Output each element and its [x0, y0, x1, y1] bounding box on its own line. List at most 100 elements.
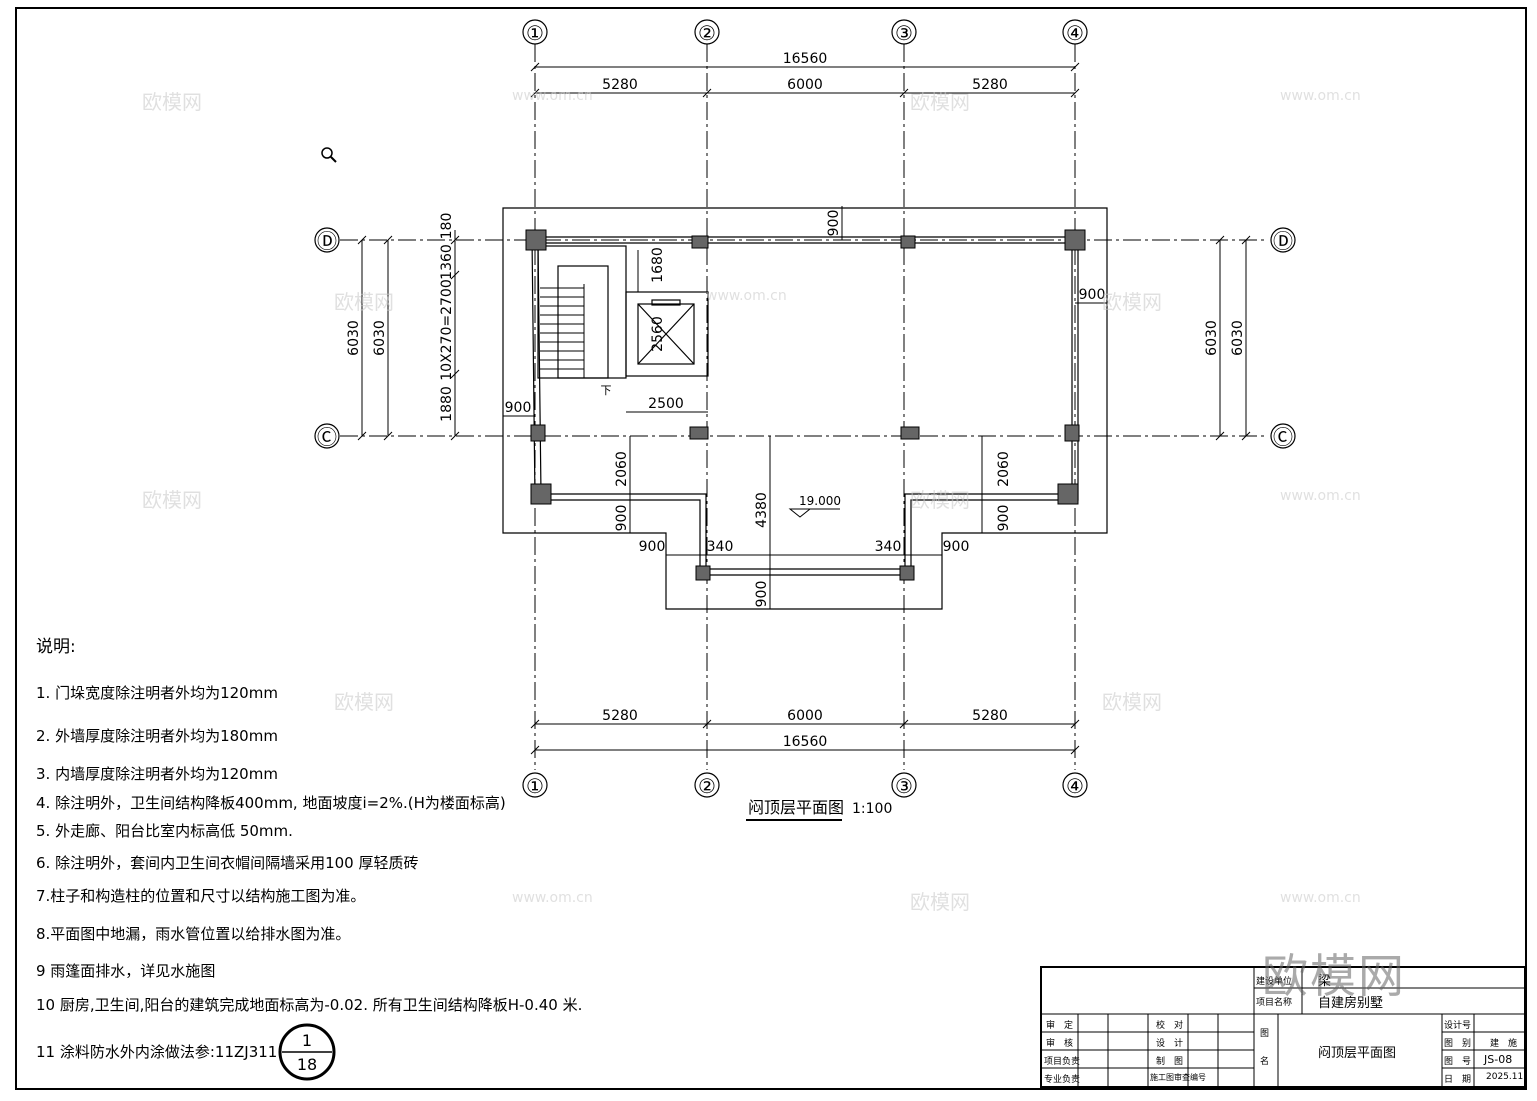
watermark-url: www.om.cn: [512, 890, 593, 906]
watermark-brand: 欧模网: [334, 290, 394, 314]
grid-label-3-top: ③: [895, 21, 913, 45]
dim-bay-b-top: 6000: [787, 77, 823, 93]
note-line: 4. 除注明外，卫生间结构降板400mm, 地面坡度i=2%.(H为楼面标高): [36, 794, 506, 812]
tb-drawing-name: 闷顶层平面图: [1318, 1046, 1397, 1061]
tb-date-value: 2025.11: [1486, 1072, 1524, 1082]
note-line: 1. 门垛宽度除注明者外均为120mm: [36, 684, 278, 702]
watermark-brand: 欧模网: [910, 890, 970, 914]
notes-block: 说明: 1. 门垛宽度除注明者外均为120mm 2. 外墙厚度除注明者外均为18…: [36, 632, 676, 1061]
detail-reference-bubble: 1 18: [278, 1023, 336, 1081]
tb-review: 审 核: [1046, 1039, 1074, 1049]
note-line: 8.平面图中地漏，雨水管位置以给排水图为准。: [36, 925, 351, 943]
tb-type-label: 图 别: [1444, 1039, 1472, 1049]
note-line: 10 厨房,卫生间,阳台的建筑完成地面标高为-0.02. 所有卫生间结构降板H-…: [36, 996, 583, 1014]
stair-treads: [540, 284, 585, 378]
watermark-brand: 欧模网: [1102, 690, 1162, 714]
note-line: 2. 外墙厚度除注明者外均为180mm: [36, 727, 278, 745]
watermark-url: www.om.cn: [512, 88, 593, 104]
dim-bay-b-bottom: 6000: [787, 708, 823, 724]
tb-design-no-label: 设计号: [1444, 1021, 1472, 1031]
dim-center-4380: 4380: [754, 492, 770, 528]
tb-review-no: 施工图审查编号: [1150, 1073, 1206, 1082]
axis-bubbles: [314, 19, 1296, 798]
dim-stair-run: 10X270=2700: [439, 279, 455, 381]
grid-label-2-bottom: ②: [698, 774, 716, 798]
dim-left-overhang: 900: [505, 400, 532, 416]
watermark-brand: 欧模网: [1102, 290, 1162, 314]
level-mark: 19.000: [799, 494, 841, 508]
watermark-logo: 欧模网: [1262, 949, 1406, 1003]
tb-draw: 制 图: [1156, 1057, 1184, 1067]
inner-dimension-lines: [503, 206, 1107, 609]
dim-depth-left-inner: 6030: [372, 320, 388, 356]
unit-label: 建设单位: [1256, 977, 1293, 987]
notes-heading: 说明:: [36, 637, 76, 657]
tb-approve: 审 定: [1046, 1021, 1074, 1031]
ref-top: 1: [302, 1031, 312, 1050]
dim-right-overhang: 900: [1079, 287, 1106, 303]
tb-design: 设 计: [1156, 1039, 1184, 1049]
watermark-url: www.om.cn: [1280, 88, 1361, 104]
dim-right-2060: 2060: [996, 451, 1012, 487]
axis-lines: [340, 44, 1268, 770]
dim-stair-width: 2500: [648, 396, 684, 412]
tb-ming: 名: [1260, 1057, 1270, 1067]
dim-left-900v: 900: [614, 505, 630, 532]
note-line: 7.柱子和构造柱的位置和尺寸以结构施工图为准。: [36, 887, 366, 905]
project-label: 项目名称: [1256, 998, 1293, 1008]
dim-bay-a-top: 5280: [602, 77, 638, 93]
dim-right-900v: 900: [996, 505, 1012, 532]
grid-label-4-bottom: ④: [1066, 774, 1084, 798]
ref-bottom: 18: [297, 1055, 317, 1074]
top-dimension-lines: [357, 62, 1251, 755]
watermark-brand: 欧模网: [142, 488, 202, 512]
grid-label-c-right: Ⓒ: [1273, 425, 1293, 449]
title-block-grid: [1042, 968, 1524, 1086]
columns: [525, 229, 1086, 581]
tb-type-value: 建 施: [1490, 1039, 1518, 1049]
grid-label-d-right: Ⓓ: [1273, 229, 1293, 253]
dim-bay-c-top: 5280: [972, 77, 1008, 93]
drawing-scale: 1:100: [852, 801, 892, 817]
dim-depth-right-inner: 6030: [1230, 320, 1246, 356]
dim-bottom-340-right: 340: [875, 539, 902, 555]
watermark-brand: 欧模网: [334, 690, 394, 714]
tb-project-lead: 项目负责: [1044, 1057, 1081, 1067]
stair-down-label: 下: [601, 384, 612, 397]
grid-label-1-top: ①: [526, 21, 544, 45]
dim-overall-top: 16560: [783, 51, 828, 67]
grid-label-4-top: ④: [1066, 21, 1084, 45]
dim-bottom-900-right: 900: [943, 539, 970, 555]
dim-stair-1360: 1360: [439, 244, 455, 280]
tb-discipline-lead: 专业负责: [1044, 1075, 1081, 1085]
tb-tu: 图: [1260, 1029, 1270, 1039]
dim-bottom-900-center: 900: [754, 581, 770, 608]
dim-overall-bottom: 16560: [783, 734, 828, 750]
watermark-url: www.om.cn: [1280, 890, 1361, 906]
watermark-brand: 欧模网: [910, 488, 970, 512]
note-line: 5. 外走廊、阳台比室内标高低 50mm.: [36, 822, 293, 840]
grid-label-2-top: ②: [698, 21, 716, 45]
watermark-url: www.om.cn: [706, 288, 787, 304]
unit-value: 梁: [1318, 974, 1332, 989]
magnifier-icon[interactable]: [320, 146, 338, 168]
dim-depth-left: 6030: [346, 320, 362, 356]
grid-label-1-bottom: ①: [526, 774, 544, 798]
watermark-brand: 欧模网: [910, 90, 970, 114]
dim-left-2060: 2060: [614, 451, 630, 487]
drawing-title: 闷顶层平面图: [748, 798, 844, 817]
dim-stair-1880: 1880: [439, 386, 455, 422]
roof-outline: [502, 207, 1108, 610]
watermark-url: www.om.cn: [1280, 488, 1361, 504]
tb-date-label: 日 期: [1444, 1075, 1472, 1085]
tb-no-label: 图 号: [1444, 1057, 1472, 1067]
note-line: 6. 除注明外，套间内卫生间衣帽间隔墙采用100 厚轻质砖: [36, 854, 419, 872]
grid-label-d-left: Ⓓ: [317, 229, 337, 253]
dim-top-overhang: 900: [826, 210, 842, 237]
tb-no-value: JS-08: [1484, 1053, 1513, 1066]
title-block: 建设单位 梁 项目名称 自建房别墅 审 定 审 核 项目负责 专业负责 校 对 …: [1040, 966, 1526, 1088]
project-value: 自建房别墅: [1318, 996, 1384, 1011]
dim-depth-right: 6030: [1204, 320, 1220, 356]
grid-label-3-bottom: ③: [895, 774, 913, 798]
